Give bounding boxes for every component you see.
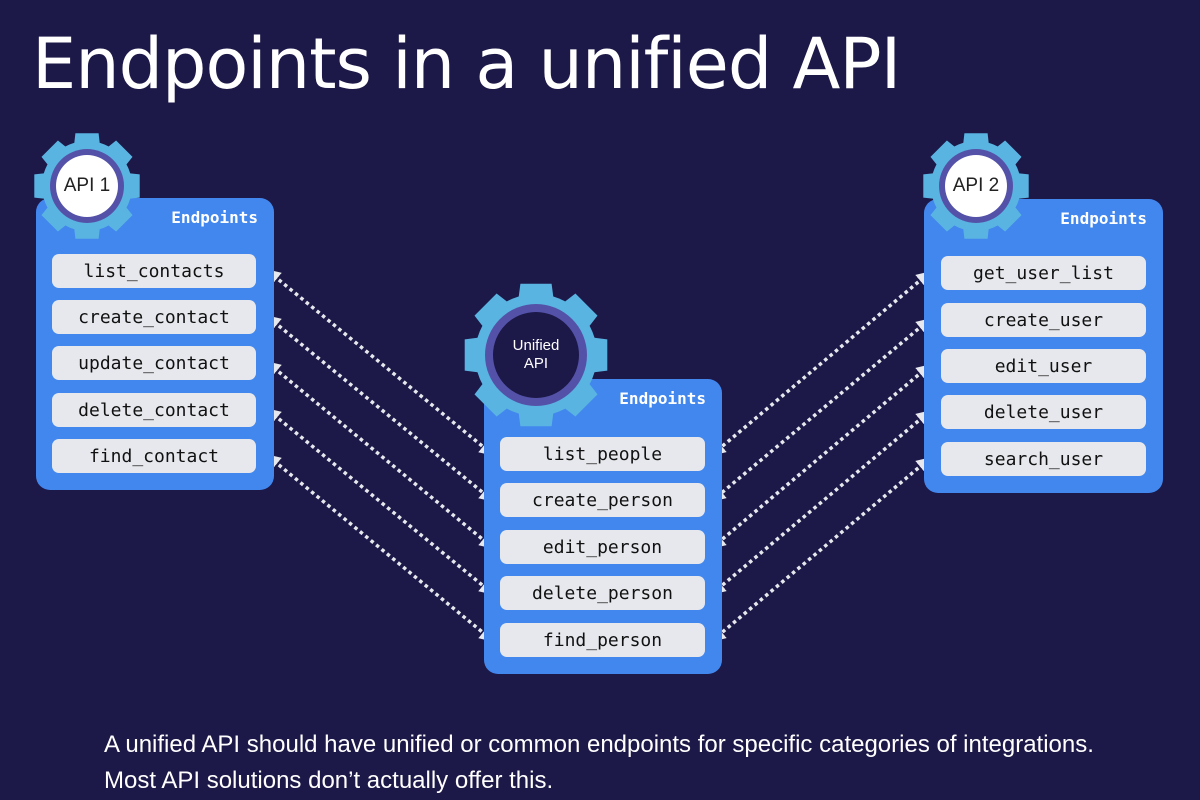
unified-label-line1: Unified: [512, 337, 560, 354]
api1-endpoint[interactable]: find_contact: [52, 439, 256, 473]
connection-arrow-api1: [265, 361, 495, 549]
connection-arrow-api1: [265, 315, 495, 502]
connection-arrow-api1: [265, 454, 495, 642]
api2-endpoint[interactable]: edit_user: [941, 349, 1146, 383]
unified-endpoint[interactable]: create_person: [500, 483, 705, 517]
caption-text: A unified API should have unified or com…: [104, 731, 1094, 794]
api2-label-text: API 2: [952, 175, 1000, 196]
api1-endpoint[interactable]: create_contact: [52, 300, 256, 334]
api2-endpoint[interactable]: create_user: [941, 303, 1146, 337]
connection-arrow-api1: [265, 408, 495, 595]
connection-arrow-api2: [710, 271, 932, 456]
api1-label: API 1: [32, 131, 142, 241]
api1-panel: Endpoints list_contacts create_contact u…: [36, 198, 274, 490]
api1-endpoint[interactable]: update_contact: [52, 346, 256, 380]
api1-gear-icon: [34, 133, 140, 239]
api1-endpoint[interactable]: list_contacts: [52, 254, 256, 288]
api2-endpoints-header: Endpoints: [1060, 209, 1147, 228]
api2-panel: Endpoints get_user_list create_user edit…: [924, 199, 1163, 493]
unified-endpoint[interactable]: list_people: [500, 437, 705, 471]
unified-label-line2: API: [523, 355, 549, 372]
connection-arrow-api2: [710, 410, 932, 595]
api2-endpoint[interactable]: delete_user: [941, 395, 1146, 429]
connection-arrow-api2: [710, 364, 932, 549]
api1-label-text: API 1: [63, 175, 111, 196]
api2-endpoint[interactable]: get_user_list: [941, 256, 1146, 290]
api2-label: API 2: [921, 131, 1031, 241]
unified-endpoint[interactable]: delete_person: [500, 576, 705, 610]
connection-arrow-api2: [710, 318, 932, 502]
unified-api-panel: Endpoints list_people create_person edit…: [484, 379, 722, 674]
page-title: Endpoints in a unified API: [32, 23, 901, 105]
api1-endpoint[interactable]: delete_contact: [52, 393, 256, 427]
unified-api-gear-icon: [464, 283, 608, 427]
unified-endpoint[interactable]: edit_person: [500, 530, 705, 564]
connection-arrow-api1: [265, 269, 495, 456]
api2-gear-icon: [923, 133, 1029, 239]
unified-endpoints-header: Endpoints: [619, 389, 706, 408]
unified-api-label: Unified API: [461, 280, 611, 430]
api2-endpoint[interactable]: search_user: [941, 442, 1146, 476]
unified-endpoint[interactable]: find_person: [500, 623, 705, 657]
api1-endpoints-header: Endpoints: [171, 208, 258, 227]
connection-arrow-api2: [710, 457, 932, 642]
